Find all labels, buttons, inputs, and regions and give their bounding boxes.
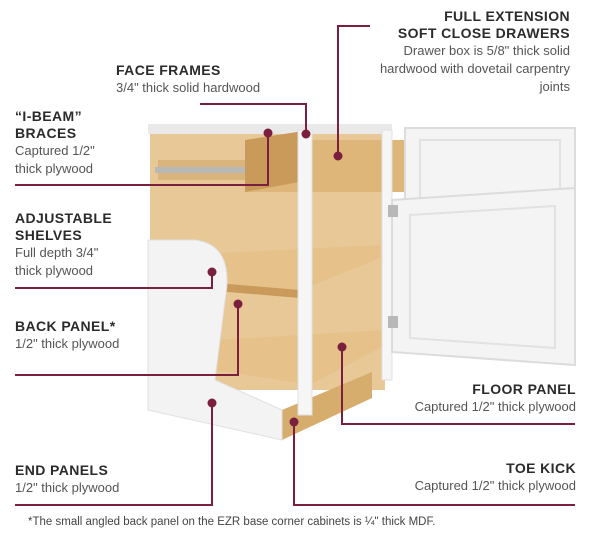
label-desc: Full depth 3/4" thick plywood [15,245,99,278]
label-title: BACK PANEL* [15,318,116,334]
leader-dots [207,128,347,427]
label-ibeam: “I-BEAM” BRACES Captured 1/2" thick plyw… [15,108,95,178]
leader-face-frames [200,103,307,134]
dot-end-panels [207,398,217,408]
label-title: FACE FRAMES [116,62,221,78]
label-desc: Drawer box is 5/8" thick solid hardwood … [379,43,570,94]
label-desc: 3/4" thick solid hardwood [116,80,261,95]
label-title: END PANELS [15,462,109,478]
hinge-top [388,205,398,217]
leader-end-panels [15,403,213,506]
label-desc: Captured 1/2" thick plywood [414,399,576,414]
leader-shelves [15,272,213,289]
label-title: FLOOR PANEL [472,381,576,397]
leader-ibeam [15,133,269,186]
leader-toe-kick [293,422,575,506]
label-desc: 1/2" thick plywood [15,480,120,495]
leader-back-panel [15,304,239,376]
label-floor-panel: FLOOR PANEL Captured 1/2" thick plywood [415,381,576,416]
drawer-side-shape [245,130,310,192]
leader-lines [15,25,575,506]
label-desc: Captured 1/2" thick plywood [414,478,576,493]
footnote: *The small angled back panel on the EZR … [28,516,436,528]
dot-full-extension [333,151,343,161]
door-inset [409,204,556,350]
label-desc: 1/2" thick plywood [15,336,120,351]
dot-shelves [207,267,217,277]
door-shape [391,186,576,367]
toe-kick-shape [282,372,372,440]
label-desc: Captured 1/2" thick plywood [15,143,95,176]
shelf-shape [180,245,380,290]
face-frame-stile [297,129,313,416]
leader-floor-panel [341,347,575,425]
dot-toe-kick [289,417,299,427]
label-face-frames: FACE FRAMES 3/4" thick solid hardwood [116,62,260,97]
dot-back-panel [233,299,243,309]
leader-full-extension [337,25,370,156]
hinge-bottom [388,316,398,328]
label-back-panel: BACK PANEL* 1/2" thick plywood [15,318,119,353]
dot-face-frames [301,129,311,139]
label-full-extension: FULL EXTENSION SOFT CLOSE DRAWERS Drawer… [380,8,570,96]
end-panel-shape [147,239,283,441]
label-title: FULL EXTENSION SOFT CLOSE DRAWERS [397,8,570,41]
face-frame-right [381,129,393,381]
label-title: “I-BEAM” BRACES [15,108,82,141]
label-shelves: ADJUSTABLE SHELVES Full depth 3/4" thick… [15,210,112,280]
label-title: TOE KICK [506,460,576,476]
dot-floor-panel [337,342,347,352]
dot-ibeam [263,128,273,138]
label-title: ADJUSTABLE SHELVES [15,210,113,243]
drawer-slide-shape [155,167,300,173]
label-end-panels: END PANELS 1/2" thick plywood [15,462,119,497]
label-toe-kick: TOE KICK Captured 1/2" thick plywood [415,460,576,495]
